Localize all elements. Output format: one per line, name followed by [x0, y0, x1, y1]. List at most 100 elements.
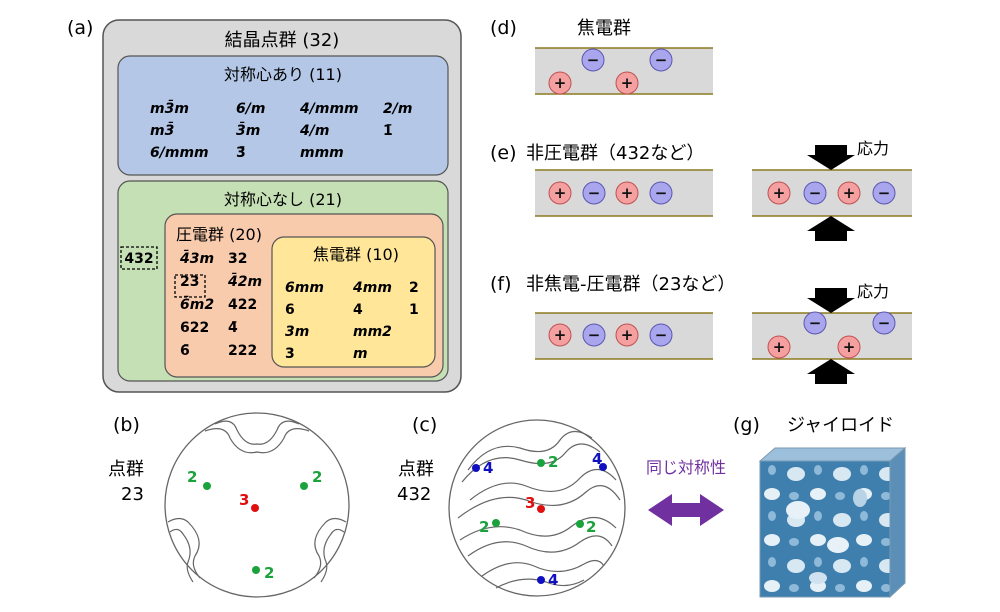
- stress-arrow-up-f: [807, 359, 855, 384]
- minus-sign-7: −: [878, 314, 891, 332]
- b-twofold-1-dot: [203, 482, 211, 490]
- c-fourfold-2-label: 4: [592, 450, 602, 468]
- piezo-group-2-0: 6̄m2: [180, 294, 214, 313]
- stress-arrow-down-f: [807, 288, 855, 313]
- panel-c-group-title: 点群: [398, 459, 434, 480]
- positive-ion-0: [548, 323, 572, 347]
- panel-c-group-name: 432: [397, 484, 431, 505]
- positive-ion-0: [548, 71, 572, 95]
- stress-label-e: 応力: [857, 139, 889, 158]
- pyro-group-0-1: 4mm: [352, 280, 392, 296]
- panel-d-label: (d): [490, 17, 517, 39]
- group-23-dashed-box: [174, 274, 206, 298]
- b-twofold-2-dot: [300, 482, 308, 490]
- positive-ion-6: [837, 181, 861, 205]
- pyro-group-1-2: 1: [409, 302, 419, 318]
- c-fourfold-1-label: 4: [483, 459, 493, 477]
- c-twofold-2-label: 2: [479, 518, 489, 536]
- plus-sign-2: +: [621, 326, 634, 344]
- non-pyro-piezo-ions: +−+−+−+−: [548, 311, 896, 359]
- piezoelectric-title: 圧電群 (20): [176, 225, 262, 244]
- panel-b-label: (b): [113, 414, 140, 436]
- piezo-group-4-0: 6̄: [180, 343, 190, 359]
- plus-sign-0: +: [554, 326, 567, 344]
- minus-sign-7: −: [878, 184, 891, 202]
- plus-sign-2: +: [621, 184, 634, 202]
- c-twofold-1-label: 2: [548, 453, 558, 471]
- b-twofold-2-label: 2: [312, 468, 322, 486]
- centro-group-1-2: 4/m: [299, 123, 329, 139]
- negative-ion-7: [872, 181, 896, 205]
- pyroelectric-title: 焦電群 (10): [313, 245, 399, 264]
- piezo-group-0-0: 4̄3m: [179, 248, 214, 267]
- b-twofold-3-label: 2: [264, 564, 274, 582]
- c-twofold-3-dot: [576, 520, 584, 528]
- centro-group-1-1: 3̄m: [236, 120, 260, 139]
- minus-sign-3: −: [655, 326, 668, 344]
- piezo-group-4-1: 222: [228, 343, 257, 359]
- pyro-group-3-0: 3: [285, 346, 295, 362]
- plus-sign-4: +: [773, 184, 786, 202]
- piezo-group-1-1: 4̄2m: [227, 271, 262, 290]
- piezo-group-3-1: 4̄: [228, 320, 238, 336]
- non-piezo-title: 非圧電群（432など）: [526, 143, 704, 164]
- centro-group-0-3: 2/m: [383, 101, 412, 117]
- c-fourfold-3-label: 4: [548, 571, 558, 589]
- pyro-group-1-0: 6: [285, 302, 295, 318]
- stress-arrow-down-e: [807, 145, 855, 170]
- pyro-group-1-1: 4: [353, 302, 363, 318]
- centrosymmetric-title: 対称心あり (11): [224, 65, 342, 84]
- pyro-group-0-0: 6mm: [285, 280, 324, 296]
- centro-group-0-2: 4/mmm: [299, 101, 359, 117]
- positive-ion-0: [548, 181, 572, 205]
- pyro-group-3-1: m: [353, 346, 368, 362]
- centro-group-2-1: 3̄: [236, 145, 246, 161]
- minus-sign-1: −: [588, 184, 601, 202]
- centro-group-2-0: 6/mmm: [150, 145, 209, 161]
- piezo-group-0-1: 32: [228, 251, 247, 267]
- c-twofold-3-label: 2: [586, 518, 596, 536]
- plus-sign-4: +: [773, 338, 786, 356]
- b-threefold-dot: [251, 504, 259, 512]
- negative-ion-5: [803, 181, 827, 205]
- plus-sign-2: +: [621, 74, 634, 92]
- panel-a-label: (a): [67, 17, 93, 39]
- minus-sign-3: −: [655, 184, 668, 202]
- piezo-group-2-1: 422: [228, 297, 257, 313]
- c-fourfold-2-dot: [599, 463, 607, 471]
- same-symmetry-label: 同じ対称性: [646, 458, 726, 477]
- c-threefold-dot: [537, 505, 545, 513]
- panel-e-label: (e): [490, 142, 517, 164]
- minus-sign-1: −: [588, 326, 601, 344]
- minus-sign-1: −: [587, 51, 600, 69]
- stereogram-432-axes: 4 2 4 3 2 2 4: [472, 450, 607, 589]
- minus-sign-3: −: [655, 51, 668, 69]
- plus-sign-0: +: [554, 184, 567, 202]
- non-piezo-group: 432: [124, 251, 153, 267]
- pyro-group-2-0: 3m: [285, 324, 309, 340]
- centro-group-1-3: 1̄: [383, 123, 393, 139]
- b-twofold-1-label: 2: [187, 468, 197, 486]
- centro-group-1-0: m3̄: [150, 120, 174, 139]
- non-pyro-piezo-title: 非焦電-圧電群（23など）: [526, 274, 735, 295]
- plus-sign-0: +: [554, 74, 567, 92]
- c-threefold-label: 3: [525, 494, 535, 512]
- centro-group-0-0: m3̄m: [150, 98, 189, 117]
- pyro-group-2-1: mm2: [353, 324, 392, 340]
- negative-ion-3: [649, 181, 673, 205]
- panel-c-label: (c): [412, 414, 437, 436]
- positive-ion-2: [615, 323, 639, 347]
- panel-b-group-title: 点群: [108, 459, 144, 480]
- point-group-title: 結晶点群 (32): [225, 30, 340, 51]
- group-432-dashed-box: [120, 246, 158, 270]
- panel-g-label: (g): [733, 414, 760, 436]
- negative-ion-5: [803, 311, 827, 335]
- pyro-ions: + − + −: [548, 48, 673, 95]
- pyroelectric-box: [271, 236, 436, 368]
- plus-sign-6: +: [843, 338, 856, 356]
- plus-sign-6: +: [843, 184, 856, 202]
- noncentrosymmetric-title: 対称心なし (21): [224, 190, 342, 209]
